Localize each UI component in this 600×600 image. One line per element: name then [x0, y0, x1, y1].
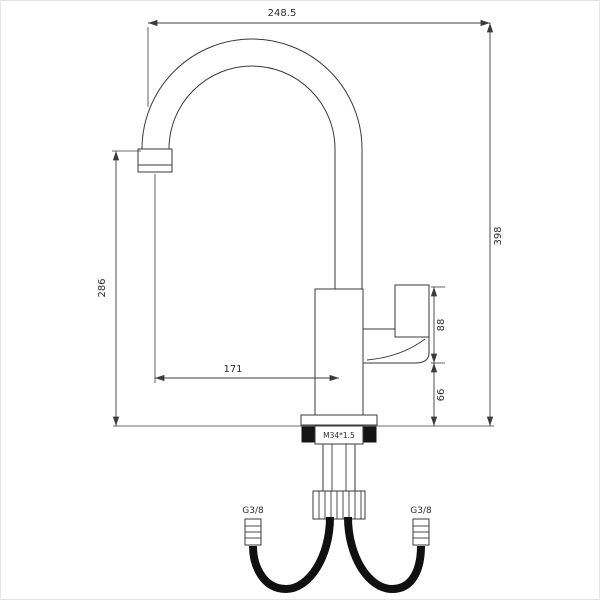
dim-spout-height-label: 286: [97, 278, 108, 297]
hose-left: [249, 516, 334, 594]
shank: [322, 443, 356, 492]
faucet-figure: M34*1.5: [113, 38, 494, 594]
dim-total-height: 398: [486, 23, 504, 426]
dim-base-height: 66: [430, 363, 447, 426]
dim-handle-height: 88: [430, 286, 447, 364]
mounting-nut-right: [362, 426, 377, 443]
faucet-body: [314, 288, 364, 422]
hose-left-thread-label: G3/8: [242, 506, 264, 516]
dim-top-width: 248.5: [147, 8, 490, 107]
aerator: [137, 148, 173, 173]
dim-spout-height: 286: [97, 150, 141, 426]
hose-nut-right: [412, 518, 430, 546]
hose-right-thread-label: G3/8: [410, 506, 432, 516]
mounting-nut-left: [301, 426, 316, 443]
dim-reach: 171: [154, 174, 339, 383]
collar-ribs: [318, 491, 362, 519]
collar: [312, 490, 366, 520]
hose-nut-left: [244, 518, 262, 546]
dim-top-width-label: 248.5: [268, 8, 297, 19]
dim-total-height-label: 398: [493, 226, 504, 245]
spout-outline: [141, 38, 363, 292]
thread-label: M34*1.5: [323, 431, 355, 440]
handle-joint-curve: [366, 338, 426, 361]
dim-base-label: 66: [436, 389, 447, 402]
dim-reach-label: 171: [223, 364, 242, 375]
handle-lever: [394, 284, 430, 338]
base-flange: [300, 414, 378, 426]
dim-handle-label: 88: [436, 319, 447, 332]
hose-right: [344, 516, 425, 594]
